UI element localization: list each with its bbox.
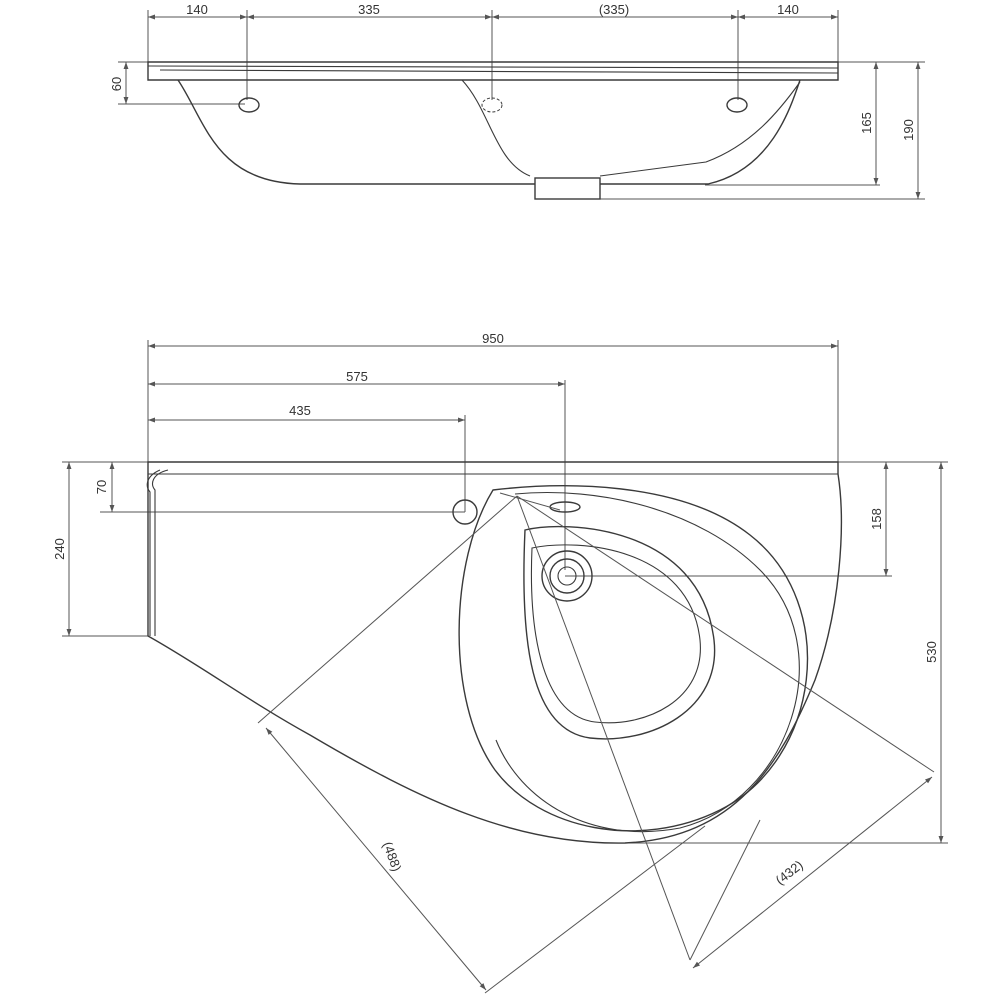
- dim-drain-depth: 158: [869, 508, 884, 530]
- section-extension-lines: [118, 10, 925, 200]
- dim-width-335: 335: [358, 2, 380, 17]
- plan-view: 950 575 435 240 70 158 530: [52, 331, 948, 994]
- dim-total-height: 190: [901, 119, 916, 141]
- tap-hole-left-icon: [238, 97, 260, 113]
- tap-hole-center-icon: [481, 97, 503, 113]
- dim-total-depth: 530: [924, 641, 939, 663]
- basin-inner-bowl: [523, 525, 716, 740]
- dim-overall-width: 950: [482, 331, 504, 346]
- section-view: 140 335 (335) 140 60 165 190: [109, 2, 925, 200]
- plan-width-dimensions: 950 575 435: [148, 331, 838, 423]
- dim-bowl-height: 165: [859, 112, 874, 134]
- dim-diagonal-right: (432): [773, 857, 806, 888]
- dim-tap-depth: 70: [94, 480, 109, 494]
- dim-width-335-ref: (335): [599, 2, 629, 17]
- dim-left-depth: 240: [52, 538, 67, 560]
- drain-outer-icon: [541, 550, 593, 602]
- section-basin-outline: [147, 61, 839, 200]
- basin-bowl-rim: [458, 485, 809, 832]
- plan-extension-lines: [62, 340, 948, 844]
- tap-hole-icon: [452, 499, 478, 525]
- dim-rim-height: 60: [109, 77, 124, 91]
- dim-width-140-right: 140: [777, 2, 799, 17]
- plan-diagonal-guides: [257, 492, 935, 994]
- dim-tap-offset: 435: [289, 403, 311, 418]
- dim-width-140-left: 140: [186, 2, 208, 17]
- section-height-dimensions: 60 165 190: [109, 62, 921, 199]
- plan-basin-outline: [146, 461, 843, 844]
- plan-depth-dimensions: 240 70 158 530: [52, 462, 944, 843]
- drain-center-icon: [557, 566, 577, 586]
- drain-inner-icon: [549, 558, 585, 594]
- dim-drain-offset: 575: [346, 369, 368, 384]
- tap-hole-right-icon: [726, 97, 748, 113]
- section-width-dimensions: 140 335 (335) 140: [148, 2, 838, 20]
